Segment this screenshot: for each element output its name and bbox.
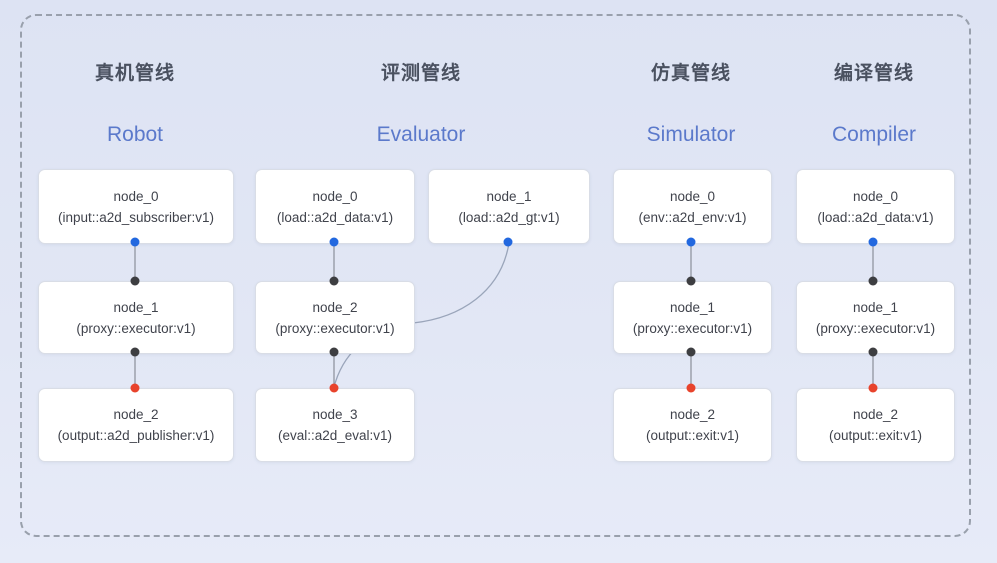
node-name: node_1: [113, 299, 159, 315]
node-name: node_0: [113, 188, 159, 204]
node-card-evaluator-node2: node_2 (proxy::executor:v1): [255, 281, 415, 354]
node-type: (load::a2d_gt:v1): [458, 209, 560, 225]
pipeline-title-zh: 仿真管线: [650, 63, 732, 84]
proxy-in-port-dot: [130, 276, 140, 286]
node-type: (proxy::executor:v1): [76, 320, 196, 336]
node-card-simulator-node1: node_1 (proxy::executor:v1): [613, 281, 772, 354]
node-type: (eval::a2d_eval:v1): [277, 428, 393, 443]
node-card-simulator-node0: node_0 (env::a2d_env:v1): [613, 169, 772, 244]
node-card-robot-node0: node_0 (input::a2d_subscriber:v1): [38, 169, 234, 244]
pipeline-title-en: Simulator: [646, 123, 736, 146]
node-name: node_2: [312, 299, 358, 315]
node-card-simulator-node2: node_2 (output::exit:v1): [613, 388, 772, 462]
proxy-out-port-dot: [130, 347, 140, 357]
input-port-dot: [868, 383, 878, 393]
proxy-in-port-dot: [329, 276, 339, 286]
node-card-compiler-node0: node_0 (load::a2d_data:v1): [796, 169, 955, 244]
input-port-dot: [130, 383, 140, 393]
output-port-dot: [329, 237, 339, 247]
node-card-robot-node2: node_2 (output::a2d_publisher:v1): [38, 388, 234, 462]
node-name: node_1: [669, 299, 716, 315]
pipeline-title-zh: 真机管线: [94, 63, 176, 84]
node-type: (load::a2d_data:v1): [817, 209, 934, 225]
node-card-compiler-node1: node_1 (proxy::executor:v1): [796, 281, 955, 354]
node-type: (output::a2d_publisher:v1): [57, 428, 215, 443]
node-name: node_0: [669, 188, 716, 204]
pipeline-title-zh: 编译管线: [833, 63, 914, 84]
node-type: (proxy::executor:v1): [815, 320, 936, 336]
node-name: node_0: [312, 188, 358, 204]
input-port-dot: [686, 383, 696, 393]
node-name: node_1: [486, 188, 532, 204]
node-type: (output::exit:v1): [828, 428, 923, 443]
node-type: (proxy::executor:v1): [632, 320, 753, 336]
column-header-evaluator: 评测管线 Evaluator: [377, 62, 466, 148]
proxy-in-port-dot: [868, 276, 878, 286]
input-port-dot: [329, 383, 339, 393]
pipeline-title-zh: 评测管线: [380, 63, 461, 84]
node-name: node_2: [113, 407, 159, 422]
node-name: node_2: [669, 407, 716, 422]
proxy-in-port-dot: [686, 276, 696, 286]
column-header-simulator: 仿真管线 Simulator: [647, 62, 736, 148]
proxy-out-port-dot: [868, 347, 878, 357]
pipeline-title-en: Evaluator: [376, 123, 466, 146]
proxy-out-port-dot: [329, 347, 339, 357]
node-name: node_1: [852, 299, 899, 315]
node-card-compiler-node2: node_2 (output::exit:v1): [796, 388, 955, 462]
node-name: node_0: [852, 188, 899, 204]
output-port-dot: [686, 237, 696, 247]
column-header-compiler: 编译管线 Compiler: [832, 62, 916, 148]
pipeline-title-en: Compiler: [831, 123, 917, 146]
node-card-evaluator-node1: node_1 (load::a2d_gt:v1): [428, 169, 590, 244]
node-type: (input::a2d_subscriber:v1): [57, 209, 215, 225]
node-card-evaluator-node0: node_0 (load::a2d_data:v1): [255, 169, 415, 244]
node-type: (env::a2d_env:v1): [638, 209, 747, 225]
node-type: (load::a2d_data:v1): [276, 209, 394, 225]
column-header-robot: 真机管线 Robot: [95, 62, 175, 148]
pipeline-title-en: Robot: [106, 123, 164, 146]
node-type: (output::exit:v1): [645, 428, 740, 443]
node-card-evaluator-node3: node_3 (eval::a2d_eval:v1): [255, 388, 415, 462]
output-port-dot: [868, 237, 878, 247]
output-port-dot: [130, 237, 140, 247]
output-port-dot: [503, 237, 513, 247]
node-type: (proxy::executor:v1): [275, 320, 395, 336]
node-card-robot-node1: node_1 (proxy::executor:v1): [38, 281, 234, 354]
node-name: node_2: [852, 407, 899, 422]
node-name: node_3: [312, 407, 358, 422]
proxy-out-port-dot: [686, 347, 696, 357]
dashed-border-frame: [20, 14, 971, 537]
